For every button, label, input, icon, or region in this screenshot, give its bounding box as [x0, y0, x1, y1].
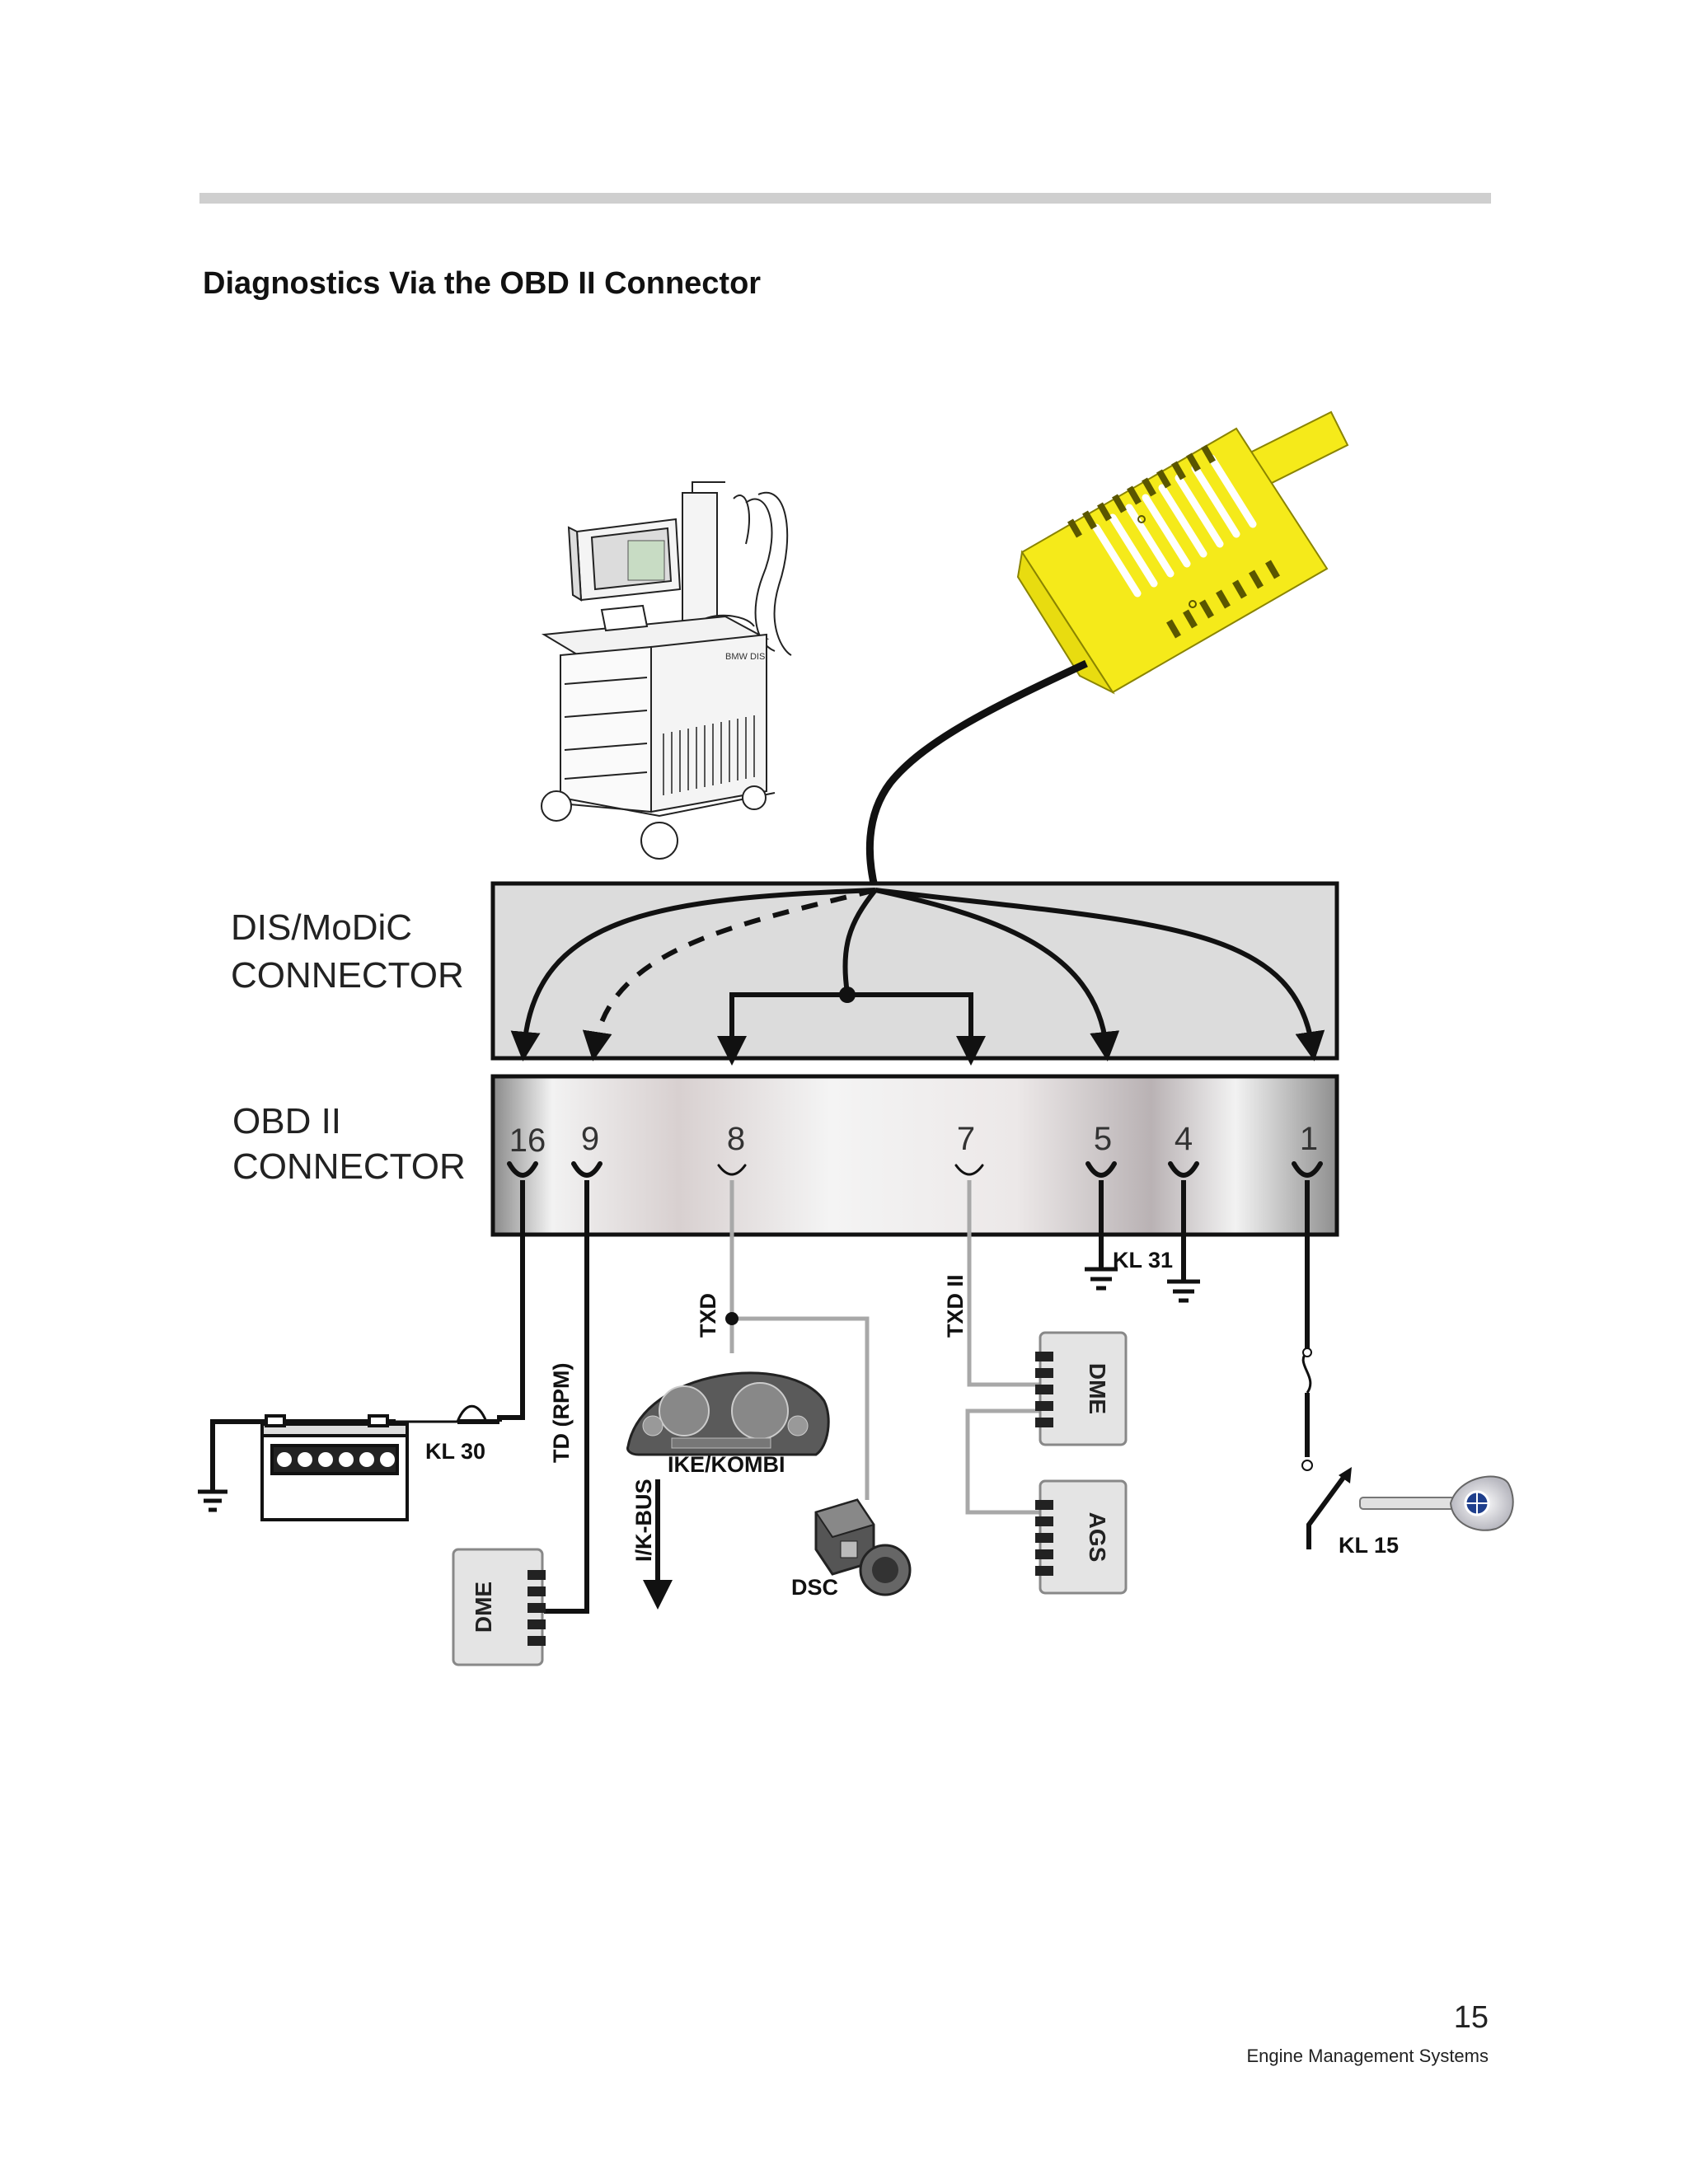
ags-label: AGS [1085, 1512, 1110, 1563]
splice-node [839, 987, 856, 1003]
pin-4-label: 4 [1175, 1121, 1193, 1157]
pin-5-label: 5 [1094, 1121, 1112, 1157]
battery [260, 1414, 409, 1521]
obd-label-line1: OBD II [232, 1101, 341, 1141]
txd-ii-label: TXD II [943, 1274, 968, 1338]
kl31-label: KL 31 [1113, 1248, 1173, 1272]
modic-label-line2: CONNECTOR [231, 955, 464, 996]
instrument-cluster-ike [626, 1371, 830, 1456]
pin-16-label: 16 [509, 1122, 546, 1159]
dme-module-left: DME [452, 1548, 546, 1666]
pin-5-socket [1085, 1161, 1117, 1178]
modic-label-line1: DIS/MoDiC [231, 907, 412, 948]
dme-left-label: DME [471, 1582, 496, 1633]
page-number: 15 [1453, 2000, 1489, 2035]
obd-connector-body [490, 1074, 1339, 1237]
pin-1-label: 1 [1300, 1121, 1318, 1157]
page-title: Diagnostics Via the OBD II Connector [203, 266, 762, 301]
ground-symbol-pin5 [1085, 1267, 1118, 1291]
pin-4-socket [1168, 1161, 1199, 1178]
ignition-key-icon [1359, 1475, 1514, 1531]
pin-1-socket [1292, 1161, 1323, 1178]
ground-symbol-pin4 [1167, 1279, 1200, 1303]
main-cable [865, 659, 1088, 892]
modic-connector-box [490, 881, 1339, 1061]
ags-module: AGS [1035, 1479, 1128, 1595]
pin-8-label: 8 [727, 1121, 745, 1157]
obd-label-line2: CONNECTOR [232, 1146, 466, 1187]
ike-kombi-label: IKE/KOMBI [668, 1452, 785, 1477]
pin-9-label: 9 [581, 1121, 599, 1157]
tester-brand-label: BMW DIS [725, 652, 765, 662]
pin-7-label: 7 [957, 1121, 975, 1157]
ignition-switch [1306, 1474, 1348, 1549]
ik-bus-label: I/K-BUS [631, 1479, 656, 1563]
ground-symbol-battery [198, 1489, 227, 1512]
top-rule [199, 193, 1491, 204]
pin-9-socket [571, 1161, 603, 1178]
kl15-label: KL 15 [1339, 1533, 1399, 1558]
kl30-label: KL 30 [425, 1439, 485, 1464]
footer-section: Engine Management Systems [1246, 2046, 1489, 2066]
dme-module-right: DME [1035, 1331, 1128, 1446]
dme-right-label: DME [1085, 1363, 1110, 1414]
pin-8-socket [717, 1164, 747, 1176]
txd-splice-node [725, 1312, 738, 1325]
pin-7-socket [954, 1164, 984, 1176]
txd-label: TXD [696, 1293, 720, 1338]
td-rpm-label: TD (RPM) [549, 1363, 574, 1463]
dsc-unit [814, 1498, 912, 1596]
dis-tester-cart: BMW DIS [541, 481, 792, 860]
obd-plug-yellow [1016, 410, 1349, 695]
pin-16-socket [507, 1161, 538, 1178]
dsc-label: DSC [791, 1575, 838, 1600]
